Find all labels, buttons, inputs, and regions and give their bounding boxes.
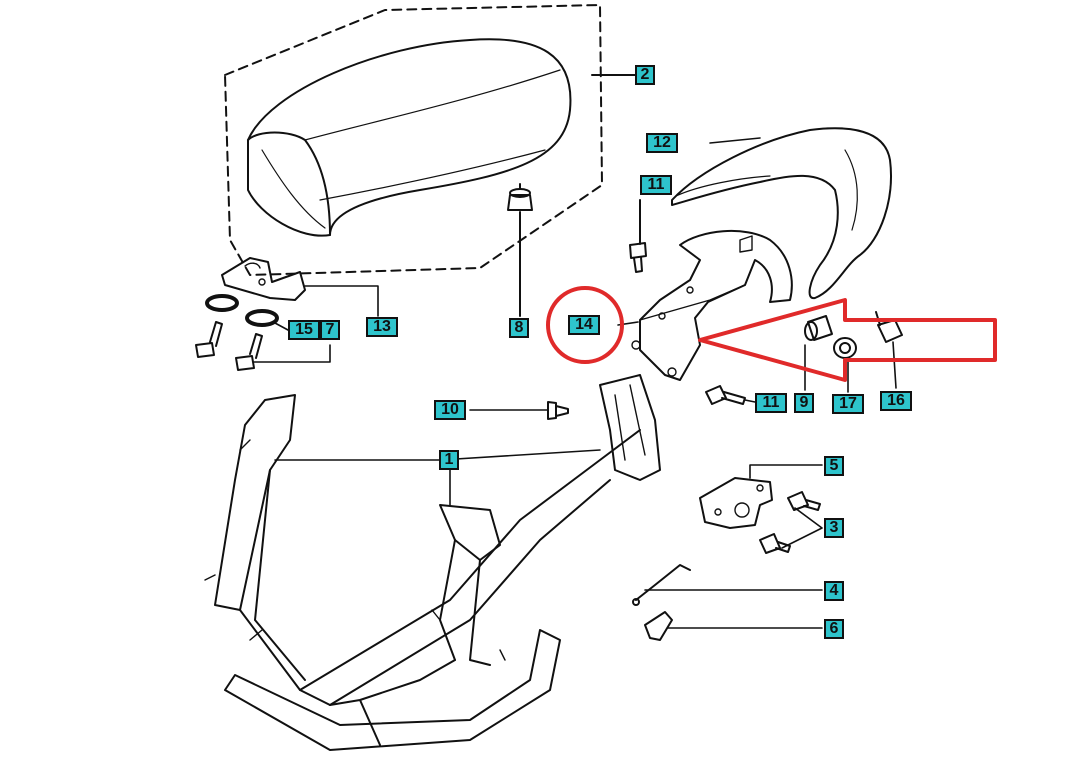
frame-part [204, 374, 661, 751]
callout-1: 1 [439, 450, 459, 470]
wire-part-4 [632, 564, 823, 606]
seat-part [224, 4, 603, 276]
callout-3: 3 [824, 518, 844, 538]
screw-part-10 [469, 401, 569, 420]
callout-11-upper: 11 [640, 175, 672, 195]
callout-16: 16 [880, 391, 912, 411]
washer-parts [205, 294, 289, 331]
callout-7: 7 [320, 320, 340, 340]
callout-4: 4 [824, 581, 844, 601]
bolt-part-11-upper [629, 199, 647, 273]
callout-17: 17 [832, 394, 864, 414]
bolt-part-11-lower [705, 385, 756, 405]
bumper-part [507, 183, 533, 317]
highlight-arrow [698, 298, 997, 382]
rear-grab-rail-part [671, 127, 892, 300]
callout-14: 14 [568, 315, 600, 335]
callout-6: 6 [824, 619, 844, 639]
callout-10: 10 [434, 400, 466, 420]
callout-5: 5 [824, 456, 844, 476]
bolt-parts-7 [195, 321, 331, 371]
nut-part-16 [875, 311, 903, 389]
callout-2: 2 [635, 65, 655, 85]
callout-12: 12 [646, 133, 678, 153]
latch-part [699, 464, 823, 529]
highlight-circle [546, 286, 624, 364]
callout-9: 9 [794, 393, 814, 413]
callout-13: 13 [366, 317, 398, 337]
bolt-parts-3 [759, 491, 823, 554]
callout-8: 8 [509, 318, 529, 338]
clip-part-6 [644, 611, 823, 641]
collar-part [804, 315, 833, 391]
hinge-bracket-part [221, 257, 379, 317]
callout-15: 15 [288, 320, 320, 340]
callout-11-lower: 11 [755, 393, 787, 413]
